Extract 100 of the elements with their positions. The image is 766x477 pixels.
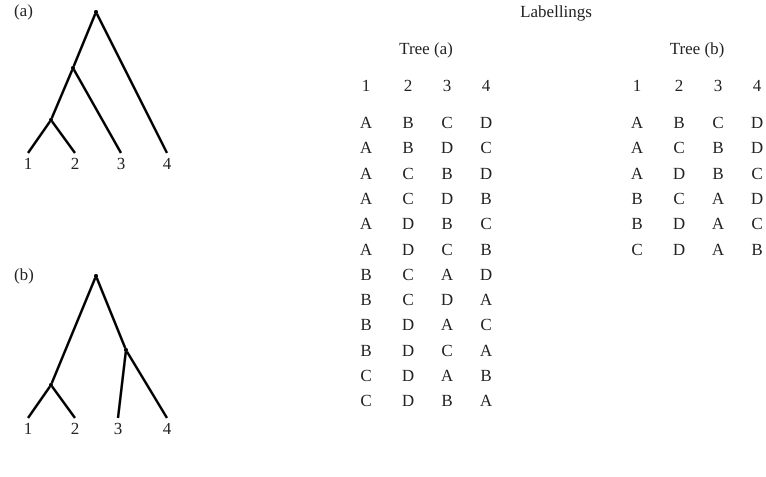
table-cell: B <box>480 190 492 208</box>
column-header: 3 <box>442 77 452 95</box>
leaf-label: 3 <box>114 420 122 438</box>
tree-branch <box>96 13 168 154</box>
table-cell: D <box>440 139 454 158</box>
table-cell: D <box>672 240 686 258</box>
table-cell: C <box>673 139 685 158</box>
column-header: 2 <box>404 77 412 95</box>
table-cell: A <box>360 164 372 183</box>
column-header: 3 <box>714 77 722 95</box>
table-cell: D <box>402 316 414 334</box>
leaf-label: 3 <box>116 155 126 173</box>
table-cell: D <box>480 266 492 284</box>
table-cell: C <box>441 240 453 258</box>
table-cell: B <box>712 139 724 158</box>
table-cell: D <box>750 139 764 158</box>
table-cell: A <box>712 215 724 234</box>
column-header: 2 <box>674 77 684 95</box>
tree-branch <box>126 351 168 419</box>
table-cell: A <box>360 139 372 158</box>
table-cell: C <box>402 266 414 284</box>
table-cell: A <box>630 114 644 132</box>
table-cell: B <box>360 266 372 284</box>
table-cell: A <box>360 190 372 208</box>
table-cell: D <box>402 367 414 385</box>
table-cell: B <box>402 139 414 158</box>
branch-point <box>49 383 53 387</box>
table-cell: B <box>441 215 453 234</box>
branch-point <box>94 10 98 14</box>
table-cell: C <box>631 240 643 258</box>
table-cell: C <box>712 114 724 132</box>
table-cell: C <box>402 164 414 183</box>
branch-point <box>124 348 128 352</box>
table-cell: B <box>441 164 453 183</box>
tree-branch <box>51 120 76 154</box>
table-cell: D <box>480 164 492 183</box>
table-cell: B <box>360 316 372 334</box>
column-header: 4 <box>482 77 490 95</box>
column-header: 1 <box>632 77 642 95</box>
table-cell: C <box>751 164 763 183</box>
table-cell: D <box>672 215 686 234</box>
table-cell: A <box>630 139 644 158</box>
table-cell: A <box>360 240 372 258</box>
table-cell: A <box>480 342 492 360</box>
table-cell: B <box>441 392 453 410</box>
tree-branch <box>51 386 76 419</box>
table-cell: D <box>480 114 492 132</box>
table-cell: D <box>402 215 414 234</box>
table-cell: A <box>712 240 724 258</box>
table-cell: C <box>402 190 414 208</box>
table-cell: D <box>402 392 414 410</box>
table-cell: C <box>441 342 453 360</box>
table-cell: B <box>360 342 372 360</box>
table-cell: C <box>480 316 492 334</box>
tree-branch <box>116 352 127 418</box>
table-cell: C <box>480 215 492 234</box>
table-cell: A <box>360 215 372 234</box>
table-cell: B <box>673 114 685 132</box>
table-cell: A <box>440 266 454 284</box>
table-cell: A <box>480 291 492 310</box>
table-cell: C <box>360 367 372 385</box>
table-cell: B <box>480 240 492 258</box>
table-cell: C <box>441 114 453 132</box>
tree-branch <box>26 386 51 419</box>
tree-branch <box>72 13 96 67</box>
tree-branch <box>96 277 126 349</box>
table-cell: D <box>750 190 764 208</box>
table-cell: A <box>360 114 372 132</box>
table-cell: D <box>440 291 454 310</box>
table-cell: C <box>673 190 685 208</box>
table-subtitle: Tree (b) <box>670 40 724 58</box>
leaf-label: 2 <box>70 420 80 438</box>
table-cell: A <box>440 316 454 334</box>
table-subtitle: Tree (a) <box>399 40 453 58</box>
table-cell: D <box>402 342 414 360</box>
table-cell: B <box>360 291 372 310</box>
table-cell: C <box>360 392 372 410</box>
column-header: 4 <box>752 77 762 95</box>
branch-point <box>94 274 98 278</box>
table-cell: C <box>480 139 492 158</box>
table-cell: B <box>480 367 492 385</box>
table-cell: B <box>712 164 724 183</box>
tree-branch <box>72 69 122 154</box>
branch-point <box>71 66 75 70</box>
table-cell: C <box>751 215 763 234</box>
leaf-label: 4 <box>162 155 172 173</box>
leaf-label: 1 <box>24 155 32 173</box>
table-cell: B <box>631 190 643 208</box>
table-title: Labellings <box>520 3 592 21</box>
tree-branch <box>26 120 51 154</box>
table-cell: A <box>480 392 492 410</box>
column-header: 1 <box>362 77 370 95</box>
leaf-label: 2 <box>70 155 80 173</box>
table-cell: A <box>630 164 644 183</box>
table-cell: D <box>750 114 764 132</box>
table-cell: B <box>631 215 643 234</box>
table-cell: D <box>402 240 414 258</box>
table-cell: D <box>672 164 686 183</box>
tree-branch <box>50 277 96 384</box>
table-cell: A <box>440 367 454 385</box>
